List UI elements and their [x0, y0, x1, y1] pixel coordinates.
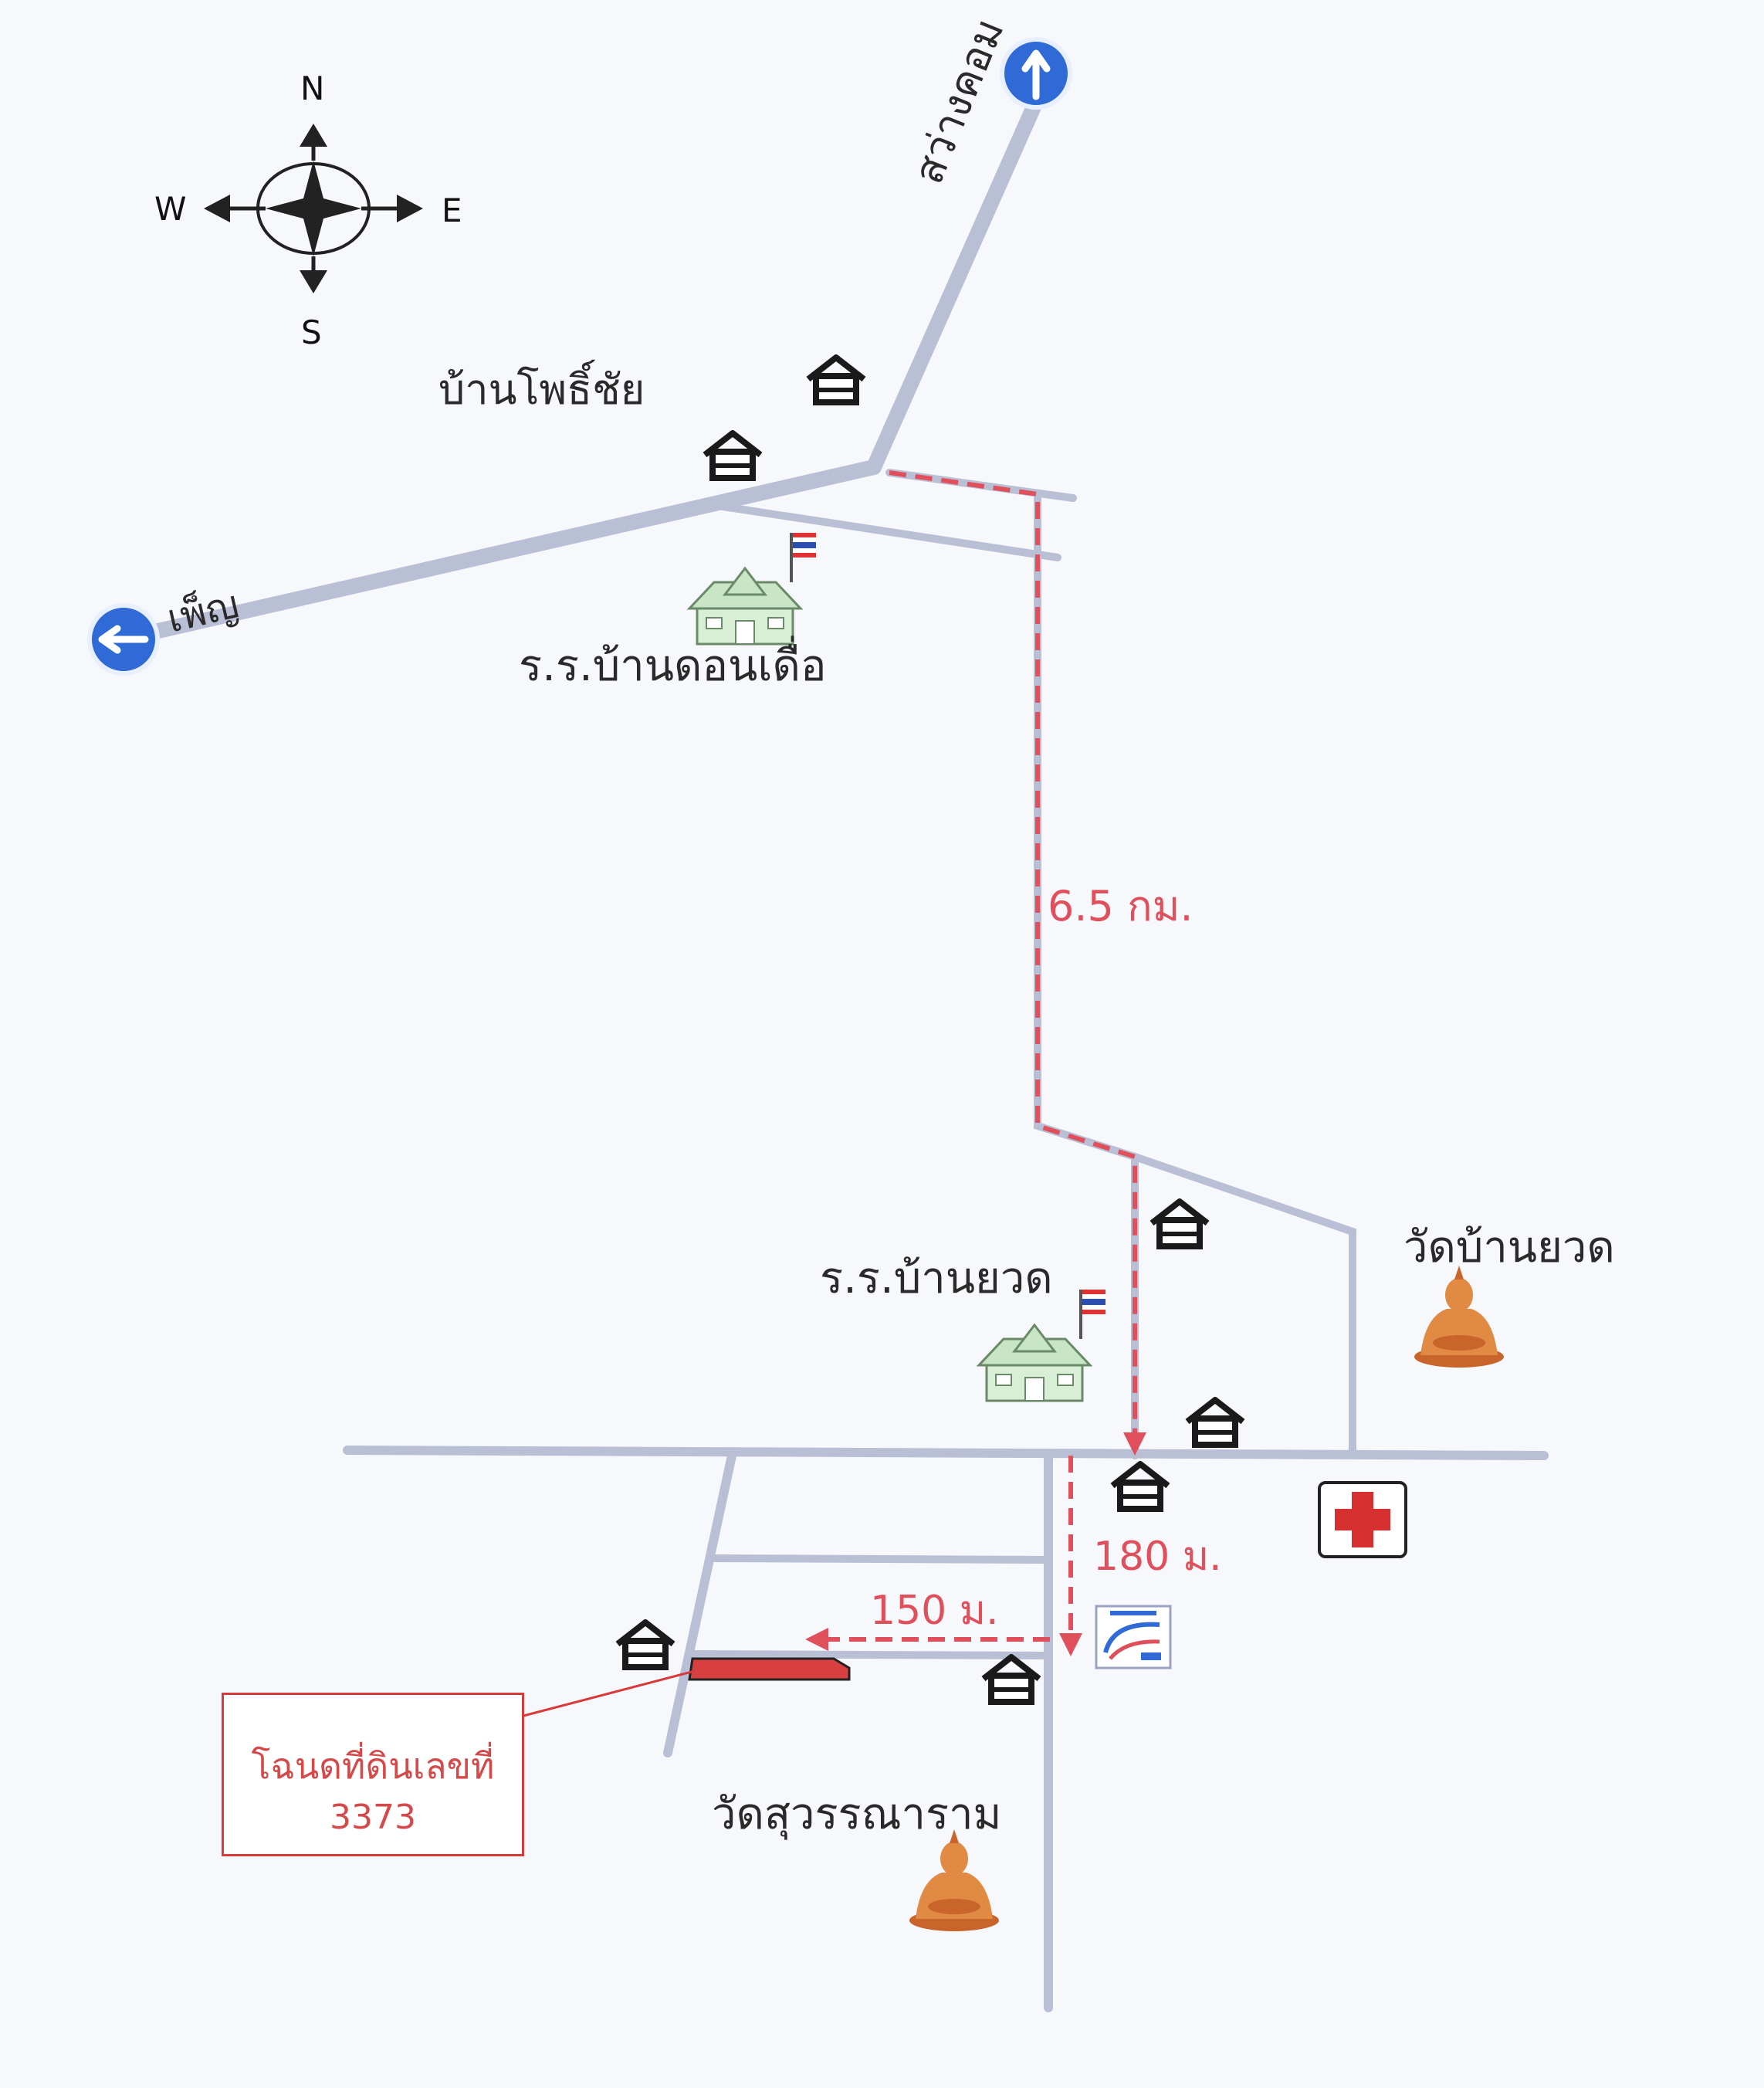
road-west-link-2: [687, 1650, 1052, 1659]
temple-buddha-icon: [909, 1829, 999, 1931]
hospital-cross-icon: [1318, 1481, 1407, 1558]
land-deed-callout: โฉนดที่ดินเลขที่ 3373: [222, 1693, 524, 1856]
house-icon: [618, 1622, 673, 1667]
school-icon: [688, 531, 818, 646]
road-west-side: [663, 1451, 736, 1758]
road-west-link-1: [710, 1554, 1052, 1564]
place-label-wat-ban-yuat: วัดบ้านยวด: [1403, 1222, 1615, 1273]
house-icon: [1112, 1464, 1168, 1509]
road-network: [124, 89, 1549, 2012]
target-land-plot: [688, 1657, 851, 1681]
route-main: [889, 470, 1146, 1456]
distance-label-west: 150 ม.: [870, 1588, 999, 1634]
school-icon: [977, 1288, 1107, 1402]
distance-label-south: 180 ม.: [1093, 1534, 1222, 1580]
post-office-icon: [1095, 1605, 1172, 1669]
route: [805, 470, 1146, 1656]
house-icon: [1152, 1202, 1207, 1246]
distance-label-main: 6.5 กม.: [1048, 882, 1193, 930]
temple-buddha-icon: [1414, 1266, 1504, 1368]
compass-north-label: N: [300, 69, 325, 107]
sign-arrow-west-icon: [87, 603, 160, 676]
house-icon: [705, 433, 760, 478]
deed-number: 3373: [330, 1798, 416, 1837]
place-label-ban-pho-chai: บ้านโพธิ์ชัย: [438, 365, 645, 414]
sign-arrow-north-icon: [1000, 37, 1072, 110]
compass-west-label: W: [154, 190, 187, 228]
house-icon: [808, 358, 864, 402]
house-icon: [984, 1657, 1039, 1702]
deed-title: โฉนดที่ดินเลขที่: [251, 1745, 495, 1787]
deed-pointer-line: [523, 1669, 696, 1717]
compass-south-label: S: [301, 314, 322, 351]
road-main-east-west: [343, 1446, 1549, 1460]
road-to-phen: [124, 459, 882, 645]
compass-rose-icon: [204, 124, 423, 293]
road-pho-chai-branch: [714, 502, 1061, 561]
road-to-sawang-khong: [866, 89, 1046, 475]
place-label-school-don-duea: ร.ร.บ้านดอนเดื่อ: [519, 641, 827, 691]
place-label-school-ban-yuat: ร.ร.บ้านยวด: [820, 1253, 1053, 1303]
compass-east-label: E: [442, 192, 462, 229]
house-icon: [1187, 1400, 1243, 1445]
road-east-loop: [1131, 1153, 1356, 1458]
place-label-wat-suwannaram: วัดสุวรรณาราม: [712, 1789, 1002, 1839]
